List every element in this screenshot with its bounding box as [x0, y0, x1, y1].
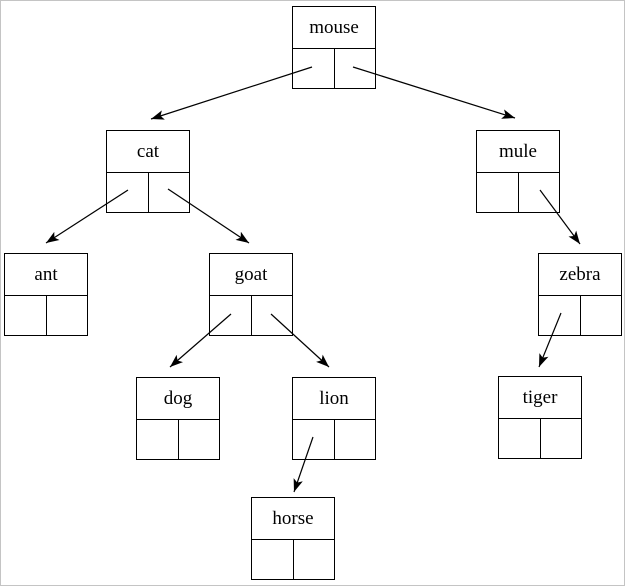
node-label-mule: mule: [477, 131, 559, 173]
right-pointer-cell-mouse: [334, 49, 375, 88]
node-label-ant: ant: [5, 254, 87, 296]
tree-node-ant: ant: [4, 253, 88, 336]
node-label-cat: cat: [107, 131, 189, 173]
pointer-row-tiger: [499, 419, 581, 458]
right-pointer-cell-horse: [293, 540, 334, 579]
right-pointer-cell-cat: [148, 173, 189, 212]
left-pointer-cell-cat: [107, 173, 148, 212]
tree-node-zebra: zebra: [538, 253, 622, 336]
right-pointer-cell-dog: [178, 420, 219, 459]
left-pointer-cell-horse: [252, 540, 293, 579]
tree-node-cat: cat: [106, 130, 190, 213]
right-pointer-cell-mule: [518, 173, 559, 212]
left-pointer-cell-goat: [210, 296, 251, 335]
tree-node-lion: lion: [292, 377, 376, 460]
left-pointer-cell-dog: [137, 420, 178, 459]
pointer-row-lion: [293, 420, 375, 459]
right-pointer-cell-lion: [334, 420, 375, 459]
node-label-zebra: zebra: [539, 254, 621, 296]
left-pointer-cell-mouse: [293, 49, 334, 88]
left-pointer-cell-zebra: [539, 296, 580, 335]
right-pointer-cell-ant: [46, 296, 87, 335]
left-pointer-cell-tiger: [499, 419, 540, 458]
right-pointer-cell-goat: [251, 296, 292, 335]
right-pointer-cell-zebra: [580, 296, 621, 335]
node-label-mouse: mouse: [293, 7, 375, 49]
pointer-row-zebra: [539, 296, 621, 335]
node-label-tiger: tiger: [499, 377, 581, 419]
left-pointer-cell-lion: [293, 420, 334, 459]
pointer-row-goat: [210, 296, 292, 335]
node-label-goat: goat: [210, 254, 292, 296]
tree-node-horse: horse: [251, 497, 335, 580]
node-label-horse: horse: [252, 498, 334, 540]
pointer-row-horse: [252, 540, 334, 579]
tree-node-mule: mule: [476, 130, 560, 213]
tree-node-goat: goat: [209, 253, 293, 336]
node-label-lion: lion: [293, 378, 375, 420]
node-label-dog: dog: [137, 378, 219, 420]
tree-node-mouse: mouse: [292, 6, 376, 89]
pointer-row-mule: [477, 173, 559, 212]
pointer-row-mouse: [293, 49, 375, 88]
pointer-row-ant: [5, 296, 87, 335]
tree-node-dog: dog: [136, 377, 220, 460]
pointer-row-cat: [107, 173, 189, 212]
left-pointer-cell-mule: [477, 173, 518, 212]
right-pointer-cell-tiger: [540, 419, 581, 458]
pointer-row-dog: [137, 420, 219, 459]
tree-node-tiger: tiger: [498, 376, 582, 459]
left-pointer-cell-ant: [5, 296, 46, 335]
